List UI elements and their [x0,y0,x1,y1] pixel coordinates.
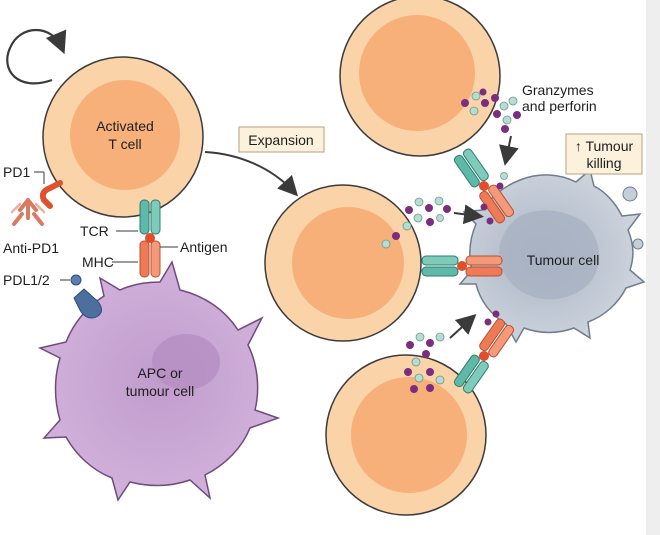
tumour-killing-box: ↑ Tumour killing [565,133,643,175]
self-renewal-arrow [6,28,67,85]
page-edge-strip [646,0,660,535]
expansion-label: Expansion [248,132,313,148]
granules-middle [381,196,451,249]
granzymes-label-line2: and perforin [522,98,597,114]
apc-label-line2: tumour cell [126,383,194,399]
bottom-t-cell [325,354,487,516]
pd1-label: PD1 [3,164,30,180]
top-t-cell [339,0,501,157]
granules-bottom-arrow [449,313,477,339]
left-mhc [139,240,161,278]
granules-middle-arrow [453,204,484,225]
granule-near-tumour-5 [484,318,492,326]
granules-top [461,88,521,133]
pdl12-ligand [70,274,102,319]
activated-t-cell-label-line1: Activated [96,118,154,134]
left-antigen [145,233,155,243]
mhc-label: MHC [82,254,114,270]
tumour-killing-label-line1: ↑ Tumour [575,138,634,154]
left-tcr [139,199,161,235]
activated-t-cell-label-line2: T cell [108,136,141,152]
tumour-cell-label: Tumour cell [527,252,600,268]
tcr-label: TCR [80,223,109,239]
granule-near-tumour-3 [480,203,488,211]
granule-near-tumour-6 [492,310,500,318]
expansion-box: Expansion [238,126,325,153]
tumour-killing-label-line2: killing [586,155,621,171]
pd1-receptor [39,180,63,209]
granules-bottom [404,332,445,393]
middle-t-cell [264,184,422,342]
antigen-label: Antigen [180,239,227,255]
granules-top-arrow [499,135,519,166]
anti-pd1-antibody [10,198,46,226]
granule-near-tumour-2 [496,182,504,190]
bottom-synapse [453,318,515,394]
t-cell-diagram: Activated T cell PD1 Anti-PD1 TCR Antige… [3,0,646,516]
activated-t-cell: Activated T cell [42,56,204,218]
middle-synapse [421,255,503,277]
granule-near-tumour-4 [486,217,494,225]
expansion-arrow [204,151,299,197]
apc-label-line1: APC or [137,365,182,381]
granule-near-tumour-1 [500,172,508,180]
top-synapse [453,148,515,224]
granzymes-label-line1: Granzymes [522,82,594,98]
anti-pd1-label: Anti-PD1 [3,240,59,256]
pdl12-label: PDL1/2 [3,272,50,288]
